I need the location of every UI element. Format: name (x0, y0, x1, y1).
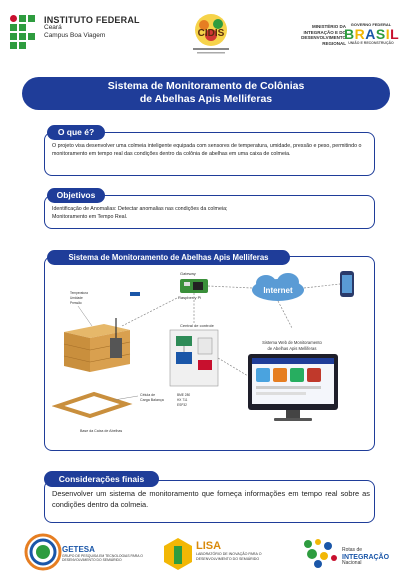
section-oque-box (44, 132, 375, 176)
gov-label: GOVERNO FEDERAL (350, 22, 392, 27)
brasil-wordmark: BRASIL (344, 26, 400, 42)
ministry-line-4: REGIONAL (322, 40, 346, 46)
gateway-label: Gateway (180, 271, 196, 276)
cidis-label: CIDIS (198, 28, 225, 39)
getesa-logo (24, 533, 62, 571)
rotas-line-2: INTEGRAÇÃO (342, 553, 390, 561)
hive-base-label: Base da Caixa de Abelhas (80, 429, 122, 433)
wireless-module-icon (130, 292, 140, 296)
lisa-description: LABORATÓRIO DE INOVAÇÃO PARA O DESENVOLV… (196, 552, 262, 561)
lisa-logo (164, 538, 192, 570)
smartphone-icon (340, 271, 354, 297)
rotas-map-logo (304, 539, 337, 568)
section-consideracoes-box (44, 480, 375, 523)
institution-name: INSTITUTO FEDERAL (44, 15, 140, 25)
lisa-name: LISA (196, 540, 222, 552)
rotas-text: Rotas de INTEGRAÇÃO Nacional (342, 547, 390, 567)
institution-campus: Campus Boa Viagem (44, 32, 106, 39)
raspberry-label: Raspberry Pi (178, 295, 201, 300)
central-control-label: Central de controle (180, 323, 215, 328)
ministry-line-2: INTEGRAÇÃO E DO (303, 29, 346, 35)
objetivo-item-2: Monitoramento em Tempo Real. (52, 213, 128, 220)
section-objetivos-label: Objetivos (47, 188, 105, 203)
institution-state: Ceará (44, 24, 62, 31)
lisa-text: LISA LABORATÓRIO DE INOVAÇÃO PARA O DESE… (196, 540, 292, 561)
sensor-label-3: Pressão (70, 301, 82, 305)
cidis-logo: CIDIS (193, 14, 229, 54)
sensor-label-1: Temperatura (70, 291, 88, 295)
rotas-line-3: Nacional (342, 560, 362, 567)
system-diagram: Gateway Raspberry Pi Internet Temperatur… (52, 271, 354, 433)
load-cell-pointer-line (113, 395, 139, 401)
getesa-description: GRUPO DE PESQUISA EM TECNOLOGIAS PARA O … (62, 554, 143, 563)
hive-base-frame-icon (52, 391, 133, 419)
section-diagram-label: Sistema de Monitoramento de Abelhas Apis… (47, 250, 290, 265)
hive-controller-icon (110, 318, 122, 358)
load-cell-label-1: Célula de (140, 393, 155, 397)
title-line-1: Sistema de Monitoramento de Colônias (107, 80, 305, 92)
ministry-line-3: DESENVOLVIMENTO (301, 35, 346, 41)
connector-line (207, 285, 253, 289)
internet-cloud-icon (252, 273, 304, 301)
getesa-text: GETESA GRUPO DE PESQUISA EM TECNOLOGIAS … (62, 545, 152, 563)
module-label-esp: ESP32 (177, 403, 187, 407)
central-control-board-icon (169, 329, 219, 387)
section-oque-text: O projeto visa desenvolver uma colmeia i… (52, 143, 362, 157)
ministry-line-1: MINISTÉRIO DA (311, 24, 346, 29)
raspberry-pi-icon (180, 279, 208, 293)
module-label-hx: HX 711 (177, 398, 188, 402)
module-label-bme: BME 280 (177, 393, 190, 397)
internet-label: Internet (263, 286, 293, 295)
connector-line (277, 300, 293, 329)
connector-line (303, 283, 341, 289)
section-objetivos-text: Identificação de Anomalias: Detectar ano… (52, 206, 370, 221)
section-consideracoes-text: Desenvolver um sistema de monitoramento … (52, 489, 370, 509)
section-consideracoes-label: Considerações finais (44, 471, 159, 487)
title-line-2: de Abelhas Apis Melliferas (139, 93, 273, 105)
title-banner: Sistema de Monitoramento de Colônias de … (22, 77, 390, 110)
web-system-title-1: Sistema Web de Monitoramento (262, 340, 322, 345)
connector-line (121, 297, 178, 327)
gov-motto: UNIÃO E RECONSTRUÇÃO (348, 41, 394, 45)
sensor-pointer-line (77, 305, 93, 327)
getesa-name: GETESA (62, 545, 95, 554)
section-oque-label: O que é? (47, 125, 105, 140)
web-system-title-2: de Abelhas Apis Melliferas (268, 346, 317, 351)
load-cell-label-2: Carga Balança (140, 398, 164, 402)
institution-text: INSTITUTO FEDERAL Ceará Campus Boa Viage… (44, 16, 140, 40)
sensor-label-2: Umidade (70, 296, 83, 300)
objetivo-item-1: Identificação de Anomalias: Detectar ano… (52, 206, 228, 212)
governo-federal-logo: GOVERNO FEDERAL BRASIL UNIÃO E RECONSTRU… (344, 22, 400, 45)
monitor-icon (248, 354, 338, 421)
instituto-federal-logo (10, 15, 42, 49)
rotas-line-1: Rotas de (342, 547, 363, 553)
ministry-text: MINISTÉRIO DA INTEGRAÇÃO E DO DESENVOLVI… (290, 24, 346, 46)
connector-line (217, 357, 249, 377)
